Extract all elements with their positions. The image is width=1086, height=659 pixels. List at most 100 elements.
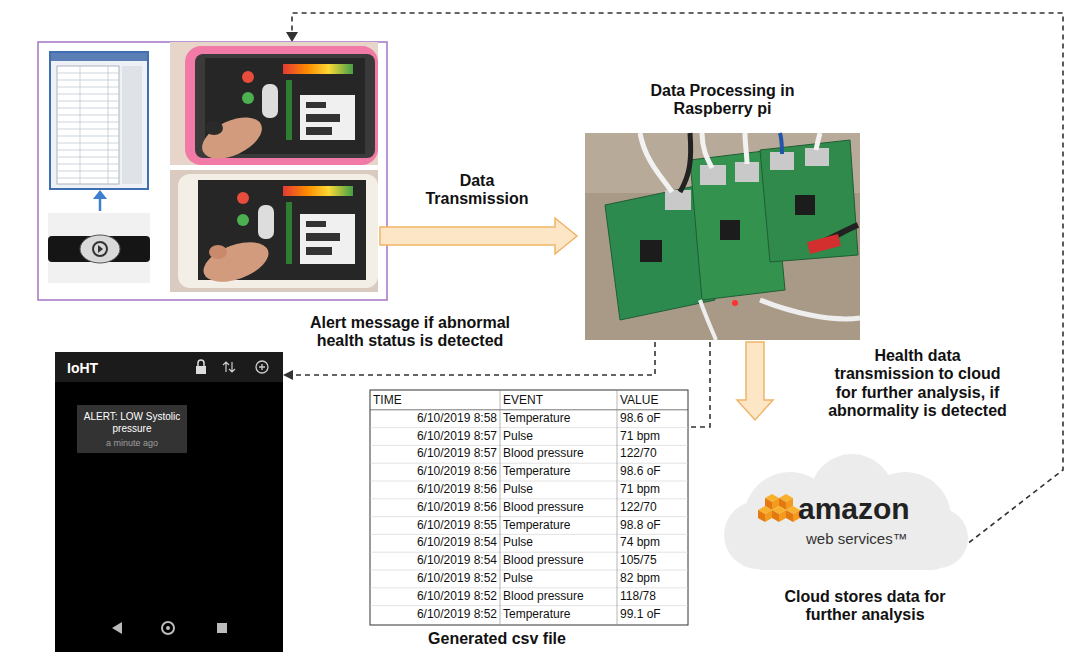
- cloud-node: amazonweb services™Cloud stores data for…: [720, 420, 1000, 640]
- alert-time: a minute ago: [81, 438, 183, 448]
- logo-text: amazon: [798, 494, 928, 524]
- node-heading: Generated csv file: [417, 630, 577, 648]
- table-cell: 71 bpm: [620, 483, 686, 497]
- raspberry-pi-photo-part: [700, 300, 716, 340]
- phone-screen-part: [217, 623, 227, 633]
- raspberry-pi-photo-part: [780, 133, 782, 154]
- table-cell: Blood pressure: [503, 590, 615, 604]
- phone-screen-part: [223, 362, 235, 372]
- devices-photo-part: [51, 53, 147, 61]
- devices-photo-part: [283, 64, 353, 74]
- devices-photo: [38, 42, 387, 300]
- phone-screen-part: [112, 622, 122, 634]
- devices-photo-part: [48, 236, 150, 262]
- csv-table-part: [370, 390, 688, 625]
- alert-card: ALERT: LOW Systolic pressurea minute ago: [77, 405, 187, 453]
- devices-photo-part: [98, 245, 103, 253]
- devices-photo-part: [306, 114, 340, 122]
- raspberry-pi-photo-part: [760, 140, 858, 262]
- raspberry-pi-photo-part: [665, 190, 691, 210]
- processing-node: Data Processing in Raspberry pi: [585, 80, 860, 342]
- devices-photo-part: [80, 235, 120, 263]
- devices-photo-part: [258, 205, 274, 239]
- raspberry-pi-photo: [585, 133, 860, 340]
- node-heading: Cloud stores data for further analysis: [770, 588, 960, 625]
- devices-photo-part: [93, 190, 107, 199]
- transmission-arrow-part: [380, 218, 577, 254]
- devices-photo-part: [57, 66, 119, 184]
- table-cell: 98.6 oF: [620, 465, 686, 479]
- devices-photo-part: [242, 92, 254, 104]
- table-cell: 6/10/2019 8:55: [373, 519, 497, 533]
- devices-photo-part: [93, 242, 107, 256]
- phone-screen-part: [196, 366, 206, 374]
- devices-photo-part: [300, 214, 355, 264]
- table-cell: Blood pressure: [503, 554, 615, 568]
- raspberry-pi-photo-part: [807, 234, 841, 254]
- table-cell: Blood pressure: [503, 501, 615, 515]
- table-cell: 122/70: [620, 501, 686, 515]
- devices-photo-part: [48, 213, 150, 283]
- devices-photo-part: [198, 234, 274, 289]
- phone-screen-part: [55, 352, 283, 382]
- table-cell: 98.6 oF: [620, 412, 686, 426]
- devices-photo-part: [286, 202, 292, 264]
- devices-photo-part: [306, 127, 332, 135]
- devices-photo-part: [306, 221, 326, 227]
- raspberry-pi-photo-part: [680, 133, 691, 192]
- table-cell: Pulse: [503, 430, 615, 444]
- devices-photo-part: [237, 192, 249, 204]
- raspberry-pi-photo-part: [720, 220, 740, 240]
- phone-screen: [55, 352, 283, 652]
- csv-table-part: [370, 409, 688, 410]
- devices-photo-part: [306, 102, 326, 108]
- table-cell: 6/10/2019 8:57: [373, 430, 497, 444]
- table-cell: 82 bpm: [620, 572, 686, 586]
- table-cell: Pulse: [503, 536, 615, 550]
- raspberry-pi-photo-part: [735, 162, 759, 182]
- cloud-shape: [724, 454, 968, 570]
- table-cell: Temperature: [503, 519, 615, 533]
- table-header: TIME: [373, 394, 497, 408]
- table-cell: Temperature: [503, 465, 615, 479]
- raspberry-pi-photo-part: [745, 133, 747, 164]
- raspberry-pi-photo-part: [640, 240, 662, 262]
- raspberry-pi-photo-part: [585, 133, 860, 340]
- table-cell: 6/10/2019 8:56: [373, 465, 497, 479]
- aws-cubes-part: [758, 506, 772, 522]
- table-cell: 98.8 oF: [620, 519, 686, 533]
- raspberry-pi-photo-part: [640, 133, 672, 192]
- table-cell: Temperature: [503, 412, 615, 426]
- phone-screen-part: [256, 361, 268, 373]
- table-cell: 6/10/2019 8:52: [373, 572, 497, 586]
- table-cell: 6/10/2019 8:52: [373, 590, 497, 604]
- devices-photo-part: [170, 42, 378, 165]
- devices-photo-part: [38, 42, 387, 300]
- raspberry-pi-photo-part: [795, 195, 815, 215]
- aws-cubes: [758, 494, 800, 522]
- phone-node: IoHTALERT: LOW Systolic pressurea minute…: [55, 352, 283, 652]
- devices-photo-part: [205, 121, 223, 135]
- table-cell: Temperature: [503, 608, 615, 622]
- phone-screen-part: [55, 352, 283, 652]
- table-cell: 122/70: [620, 447, 686, 461]
- phone-screen-part: [198, 360, 204, 366]
- table-cell: 71 bpm: [620, 430, 686, 444]
- devices-photo-part: [242, 71, 254, 83]
- raspberry-pi-photo-part: [702, 133, 712, 168]
- table-cell: 6/10/2019 8:57: [373, 447, 497, 461]
- raspberry-pi-photo-part: [816, 133, 820, 150]
- devices-photo-part: [262, 84, 278, 118]
- csv-table: [370, 390, 688, 625]
- table-header: EVENT: [503, 394, 615, 408]
- table-cell: 6/10/2019 8:56: [373, 501, 497, 515]
- table-cell: 6/10/2019 8:54: [373, 536, 497, 550]
- cloud-shape-part: [740, 520, 955, 570]
- arrow-head: [283, 370, 293, 380]
- devices-photo-part: [283, 186, 353, 196]
- phone-screen-part: [259, 364, 265, 370]
- phone-screen-part: [162, 622, 174, 634]
- raspberry-pi-photo-part: [732, 300, 738, 306]
